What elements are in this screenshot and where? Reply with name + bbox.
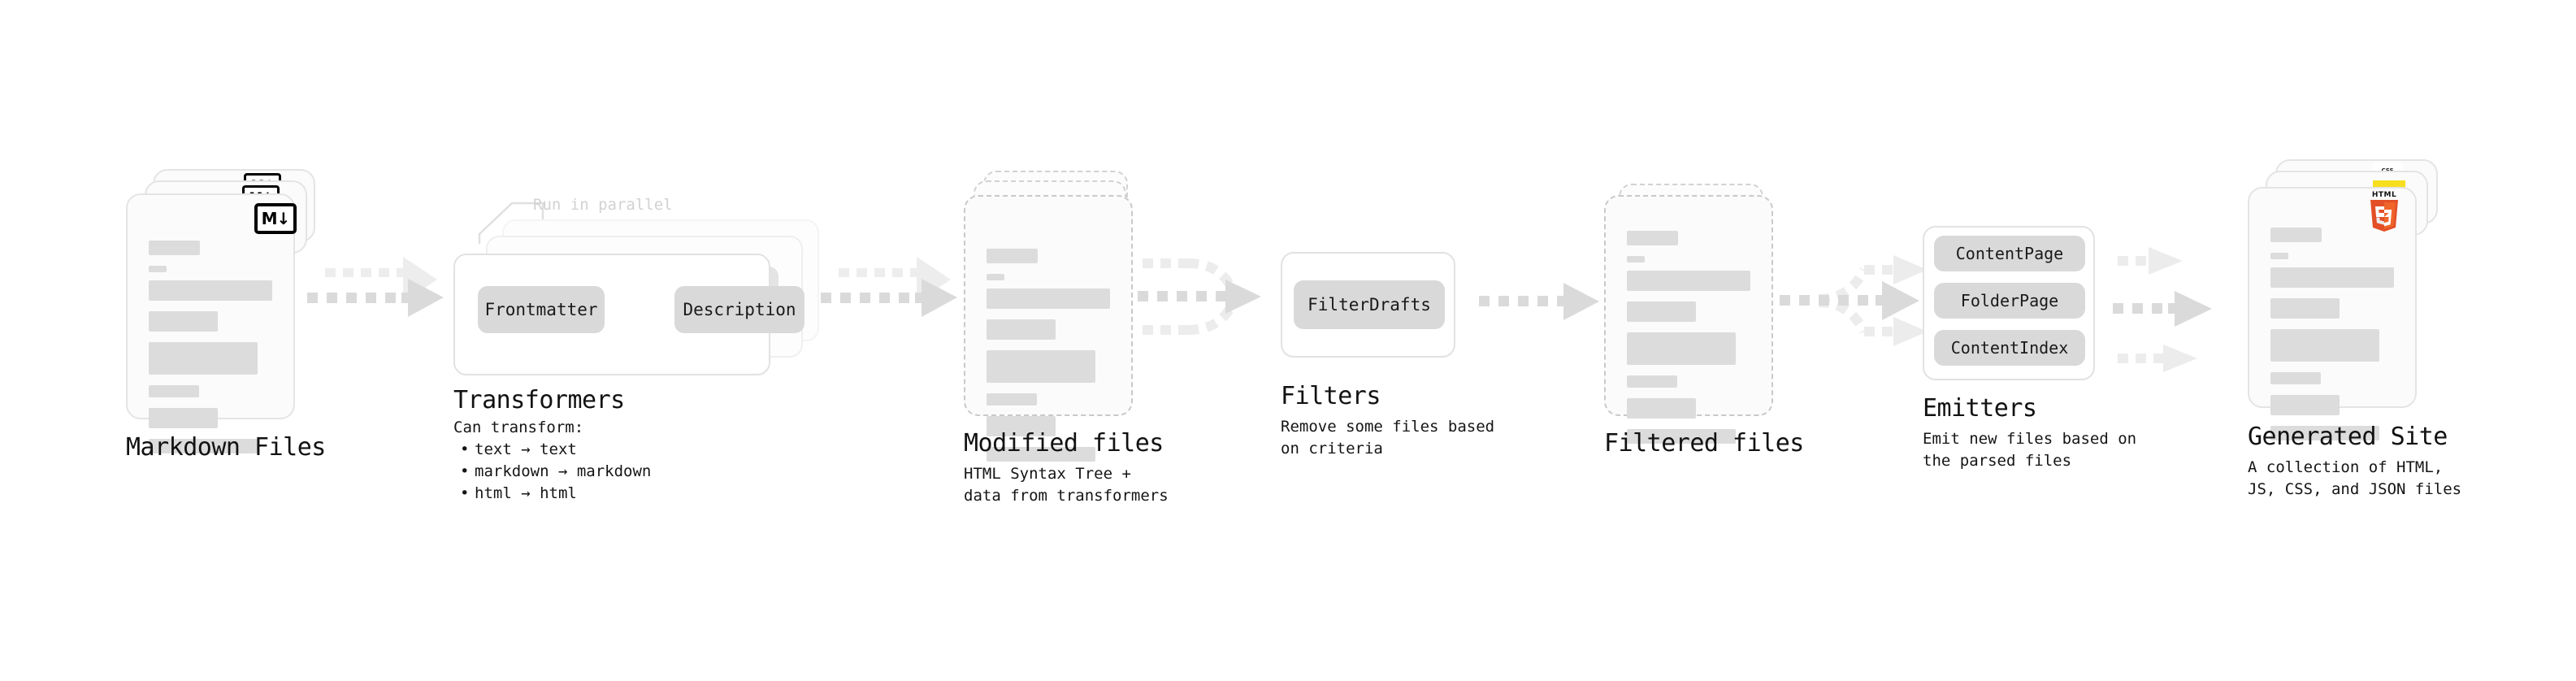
- stage-title-filters: Filters: [1281, 382, 1381, 410]
- transformers-subtitle: Can transform:: [453, 419, 584, 436]
- run-in-parallel-note: Run in parallel: [533, 196, 673, 214]
- stage-generated-site: CSS HTML: [0, 0, 2461, 498]
- run-in-parallel-leader-line: [478, 202, 544, 244]
- list-item: text → text: [460, 439, 651, 461]
- arrow-markdown-to-transformers: [307, 257, 444, 317]
- doc-skeleton: [1627, 231, 1750, 454]
- bullet-text: markdown → markdown: [475, 462, 652, 480]
- modified-files-subtitle: HTML Syntax Tree + data from transformer…: [964, 465, 1169, 505]
- html5-icon: HTML: [2366, 191, 2403, 233]
- filtered-file-card-front: [1604, 195, 1773, 444]
- emitter-chip-contentindex[interactable]: ContentIndex: [1934, 330, 2085, 366]
- stage-title-markdown-files: Markdown Files: [126, 433, 326, 462]
- generated-site-subtitle: A collection of HTML, JS, CSS, and JSON …: [2248, 458, 2462, 498]
- arrow-transformers-to-modified: [821, 257, 957, 317]
- transformer-chip-frontmatter[interactable]: Frontmatter: [478, 286, 605, 333]
- filter-chip-filterdrafts[interactable]: FilterDrafts: [1294, 280, 1445, 329]
- stage-title-modified-files: Modified files: [964, 429, 1164, 458]
- arrow-filters-to-filtered: [1479, 283, 1599, 320]
- emitters-subtitle: Emit new files based on the parsed files: [1923, 430, 2137, 470]
- stage-title-generated-site: Generated Site: [2248, 423, 2448, 451]
- arrow-modified-to-filters: [1138, 258, 1261, 335]
- arrow-filtered-to-emitters: [1780, 255, 1928, 346]
- html5-icon-label: HTML: [2371, 191, 2397, 199]
- filters-subtitle: Remove some files based on criteria: [1281, 418, 1495, 458]
- modified-file-card-front: [964, 195, 1133, 462]
- bullet-text: html → html: [475, 484, 577, 502]
- markdown-icon: M↓: [254, 203, 297, 234]
- transformers-bullet-list: text → text markdown → markdown html → h…: [460, 439, 651, 505]
- stage-title-filtered-files: Filtered files: [1604, 429, 1804, 458]
- transformer-chip-description[interactable]: Description: [674, 286, 804, 333]
- stage-title-transformers: Transformers: [453, 386, 625, 414]
- emitter-chip-contentpage[interactable]: ContentPage: [1934, 236, 2085, 271]
- arrow-emitters-to-site: [2113, 247, 2212, 372]
- bullet-text: text → text: [475, 440, 577, 458]
- stage-title-emitters: Emitters: [1923, 394, 2037, 423]
- emitter-chip-folderpage[interactable]: FolderPage: [1934, 283, 2085, 319]
- doc-skeleton: [2270, 228, 2394, 451]
- list-item: html → html: [460, 483, 651, 505]
- list-item: markdown → markdown: [460, 461, 651, 483]
- site-file-card-front: [2248, 187, 2417, 440]
- doc-skeleton: [149, 241, 272, 464]
- doc-skeleton: [987, 249, 1110, 472]
